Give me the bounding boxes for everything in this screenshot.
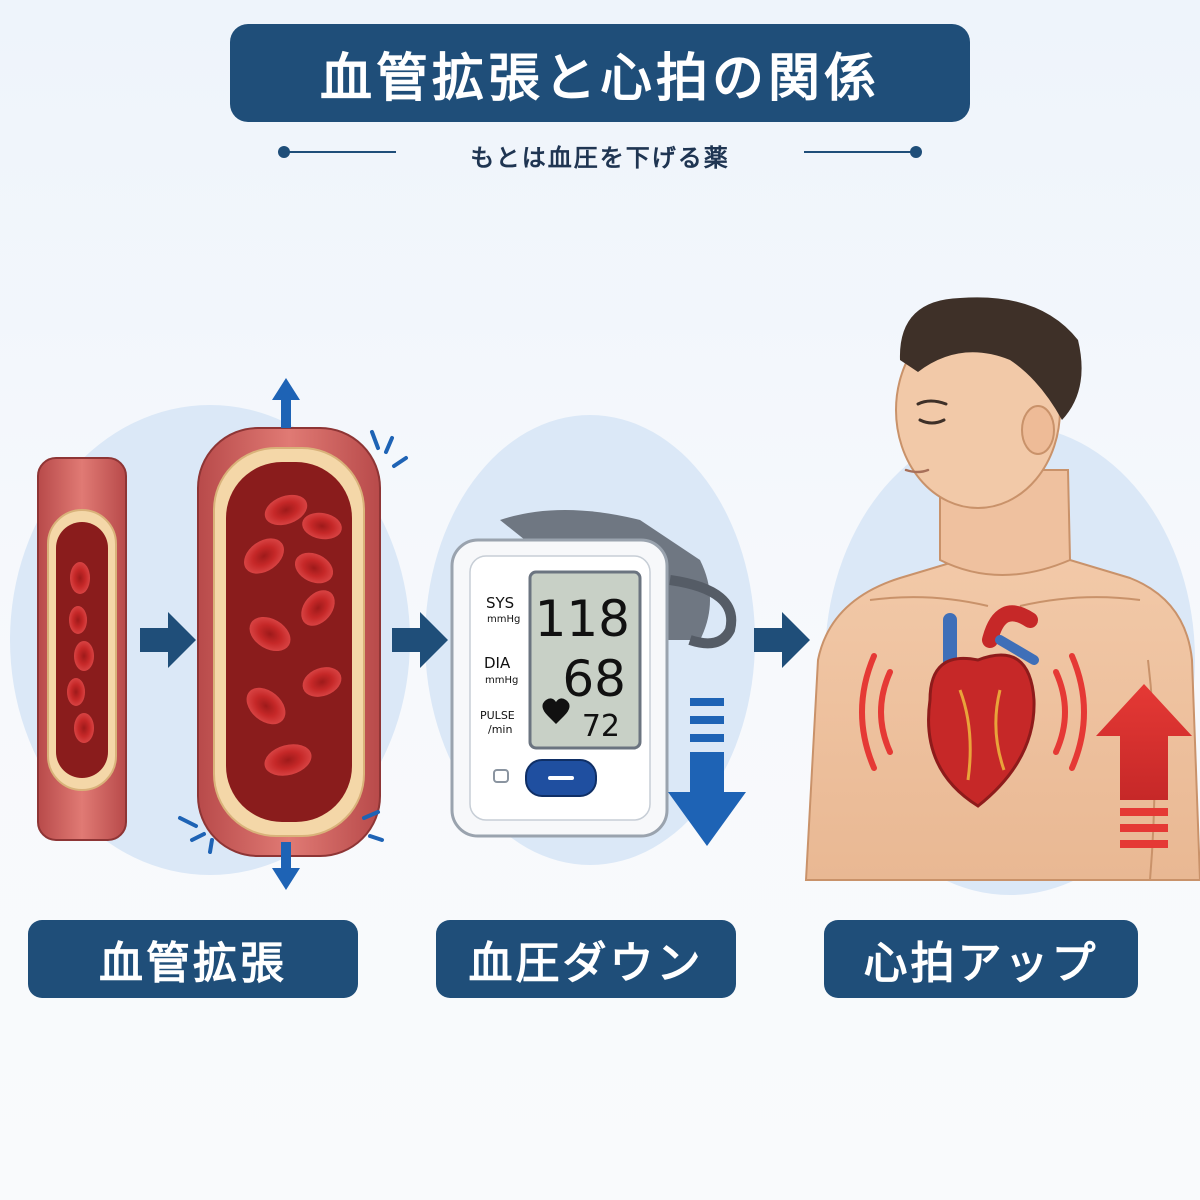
pulse-heart-icon	[542, 698, 570, 724]
narrow-vessel	[37, 457, 127, 841]
bp-down-arrow-icon	[668, 698, 746, 846]
flow-arrow-2	[392, 612, 448, 668]
dilated-vessel	[197, 427, 381, 857]
subtitle-dot-left	[278, 146, 290, 158]
subtitle-row: もとは血圧を下げる薬	[278, 138, 922, 172]
dia-label: DIA	[484, 654, 511, 672]
dia-value: 68	[562, 650, 626, 708]
heart-icon	[927, 605, 1039, 808]
label-bp-down-text: 血圧ダウン	[468, 938, 704, 989]
sys-value: 118	[535, 590, 630, 648]
flow-arrow-1	[140, 612, 196, 668]
burst-marks	[178, 430, 408, 854]
pulse-unit: /min	[488, 723, 512, 736]
label-vasodilation: 血管拡張	[28, 920, 358, 998]
hr-up-arrow-icon	[1096, 684, 1192, 848]
sys-unit: mmHg	[487, 614, 520, 625]
heartbeat-waves	[859, 653, 1087, 771]
label-bp-down: 血圧ダウン	[436, 920, 736, 998]
subtitle: もとは血圧を下げる薬	[470, 144, 730, 172]
label-hr-up-text: 心拍アップ	[863, 938, 1099, 989]
expansion-arrows	[272, 378, 300, 890]
title-banner: 血管拡張と心拍の関係	[230, 24, 970, 122]
subtitle-line-left	[286, 151, 396, 153]
subtitle-line-right	[804, 151, 914, 153]
pulse-label: PULSE	[480, 709, 515, 722]
subtitle-dot-right	[910, 146, 922, 158]
sys-label: SYS	[486, 594, 514, 612]
label-hr-up: 心拍アップ	[824, 920, 1138, 998]
page-title: 血管拡張と心拍の関係	[319, 48, 880, 109]
pulse-value: 72	[582, 709, 620, 744]
flow-arrow-3	[754, 612, 810, 668]
monitor-small-button	[493, 769, 509, 783]
dia-unit: mmHg	[485, 675, 518, 686]
bp-monitor: SYS mmHg DIA mmHg PULSE /min 118 68 72	[450, 510, 737, 838]
label-vasodilation-text: 血管拡張	[99, 938, 287, 989]
